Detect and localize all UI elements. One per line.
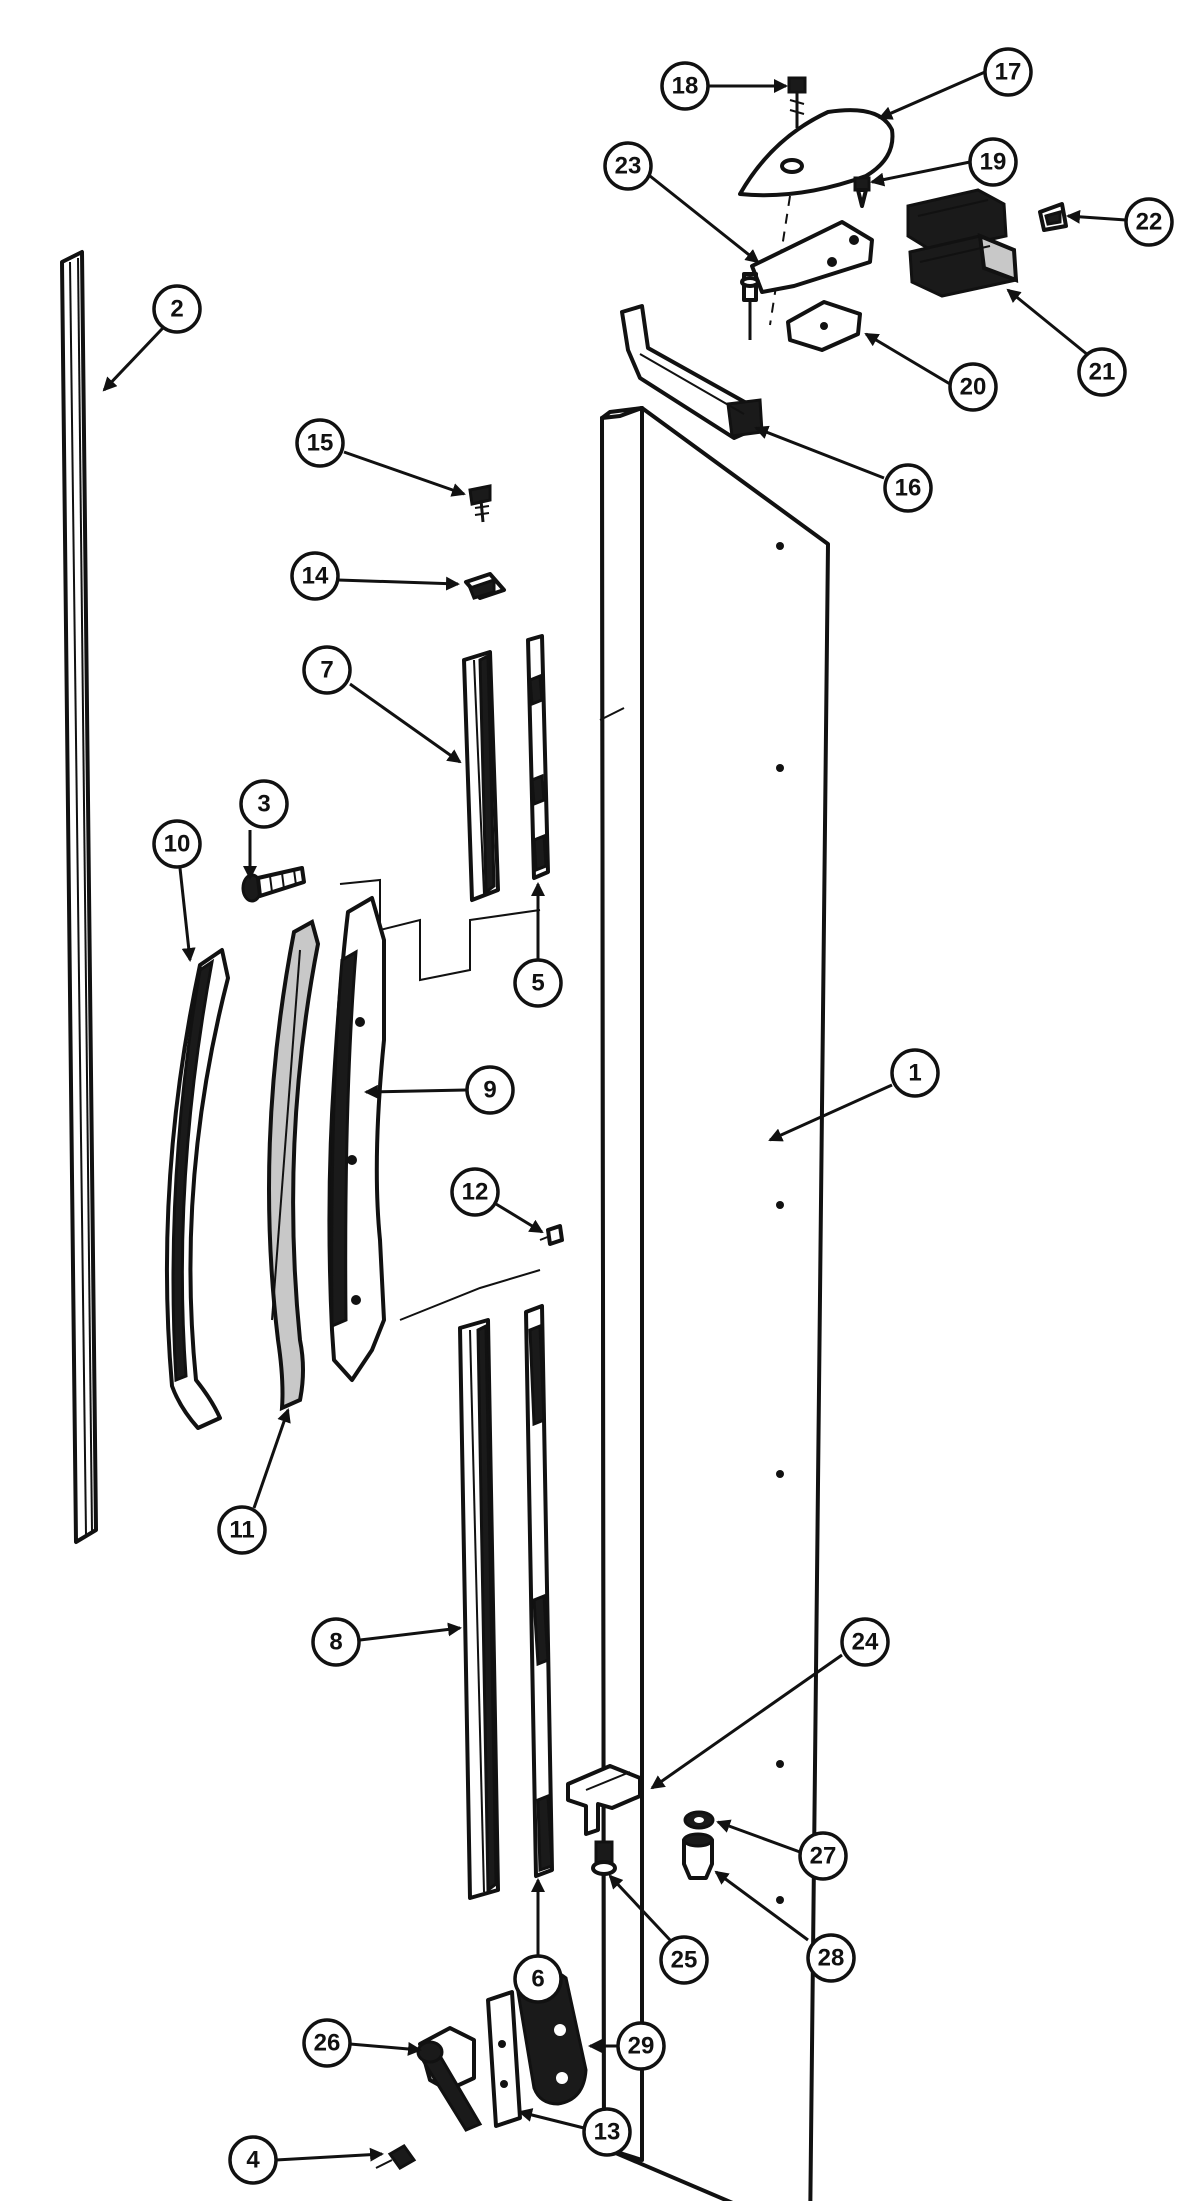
- callout-10-label: 10: [164, 831, 191, 858]
- callout-4: 4: [228, 2135, 278, 2185]
- callout-8-label: 8: [329, 1629, 342, 1656]
- callout-27: 27: [798, 1831, 848, 1881]
- callout-20-label: 20: [960, 374, 987, 401]
- callout-3-label: 3: [257, 791, 270, 818]
- callout-3: 3: [239, 779, 289, 829]
- callout-28-label: 28: [818, 1945, 845, 1972]
- callout-19-label: 19: [980, 149, 1007, 176]
- callout-7-label: 7: [320, 657, 333, 684]
- callout-17-label: 17: [995, 59, 1022, 86]
- part-14-clip-nut: [464, 572, 506, 600]
- callout-5: 5: [513, 958, 563, 1008]
- callout-20: 20: [948, 362, 998, 412]
- callout-11: 11: [217, 1505, 267, 1555]
- part-23-hinge-plate: [740, 220, 874, 340]
- callout-29: 29: [616, 2021, 666, 2071]
- callout-6: 6: [513, 1954, 563, 2004]
- callout-9: 9: [465, 1065, 515, 1115]
- parts-layer: [60, 76, 1068, 2201]
- part-9-handle: [327, 896, 386, 1382]
- callout-23: 23: [603, 141, 653, 191]
- callout-9-label: 9: [483, 1077, 496, 1104]
- part-25-bolt: [591, 1840, 617, 1876]
- callout-24-label: 24: [852, 1629, 879, 1656]
- callout-11-label: 11: [229, 1517, 254, 1544]
- callout-13-label: 13: [594, 2119, 621, 2146]
- callout-10: 10: [152, 819, 202, 869]
- callout-28: 28: [806, 1933, 856, 1983]
- callout-22: 22: [1124, 197, 1174, 247]
- callout-8: 8: [311, 1617, 361, 1667]
- part-2-gasket-strip: [60, 250, 98, 1544]
- callout-2: 2: [152, 284, 202, 334]
- callout-12: 12: [450, 1167, 500, 1217]
- callout-16: 16: [883, 463, 933, 513]
- callout-24: 24: [840, 1617, 890, 1667]
- callout-4-label: 4: [246, 2147, 260, 2174]
- part-24-lower-hinge-bracket: [566, 1764, 642, 1836]
- part-5-upper-retainer: [526, 634, 550, 880]
- part-10-handle-cover: [164, 948, 230, 1430]
- part-28-bushing: [682, 1832, 714, 1880]
- callout-26: 26: [302, 2018, 352, 2068]
- part-7-upper-trim: [462, 650, 500, 902]
- callout-14: 14: [290, 551, 340, 601]
- part-20-gasket-plate: [786, 300, 862, 352]
- callout-19: 19: [968, 137, 1018, 187]
- callout-23-label: 23: [615, 153, 642, 180]
- part-12-screw: [539, 1224, 564, 1246]
- callout-1: 1: [890, 1048, 940, 1098]
- callout-6-label: 6: [531, 1966, 544, 1993]
- part-6-lower-retainer: [524, 1304, 554, 1878]
- part-3-screw: [241, 866, 306, 903]
- part-26-lower-hinge: [416, 2026, 483, 2132]
- part-19-screw: [853, 176, 871, 208]
- callout-21: 21: [1077, 347, 1127, 397]
- callout-25-label: 25: [671, 1947, 698, 1974]
- callout-29-label: 29: [628, 2033, 655, 2060]
- part-11-handle-insert: [267, 919, 321, 1412]
- callout-15: 15: [295, 418, 345, 468]
- callout-13: 13: [582, 2107, 632, 2157]
- callout-17: 17: [983, 47, 1033, 97]
- part-13-spacer-plate: [486, 1990, 522, 2128]
- callout-25: 25: [659, 1935, 709, 1985]
- callout-18: 18: [660, 61, 710, 111]
- callout-15-label: 15: [307, 430, 334, 457]
- part-17-hinge-cover: [738, 108, 895, 198]
- part-4-screw: [375, 2144, 417, 2170]
- callout-layer: 1 2 3 4 5 6 7 8 9 10 11 12 13 14 15 16 1…: [152, 47, 1174, 2185]
- part-21-hinge-block: [906, 188, 1019, 298]
- part-8-lower-trim: [458, 1318, 500, 1900]
- callout-27-label: 27: [810, 1843, 837, 1870]
- callout-12-label: 12: [462, 1179, 489, 1206]
- part-27-washer: [683, 1810, 715, 1830]
- callout-26-label: 26: [314, 2030, 341, 2057]
- callout-5-label: 5: [531, 970, 544, 997]
- callout-22-label: 22: [1136, 209, 1163, 236]
- callout-1-label: 1: [908, 1060, 921, 1087]
- callout-18-label: 18: [672, 73, 699, 100]
- callout-2-label: 2: [170, 296, 183, 323]
- part-22-clip: [1038, 202, 1068, 232]
- part-18-screw: [787, 76, 807, 128]
- part-1-door-panel: [600, 406, 830, 2201]
- callout-21-label: 21: [1089, 359, 1116, 386]
- part-15-screw: [468, 484, 492, 523]
- callout-16-label: 16: [895, 475, 922, 502]
- leader-lines: [102, 70, 1127, 2162]
- callout-7: 7: [302, 645, 352, 695]
- part-16-hinge-arm: [620, 304, 764, 440]
- callout-14-label: 14: [302, 563, 329, 590]
